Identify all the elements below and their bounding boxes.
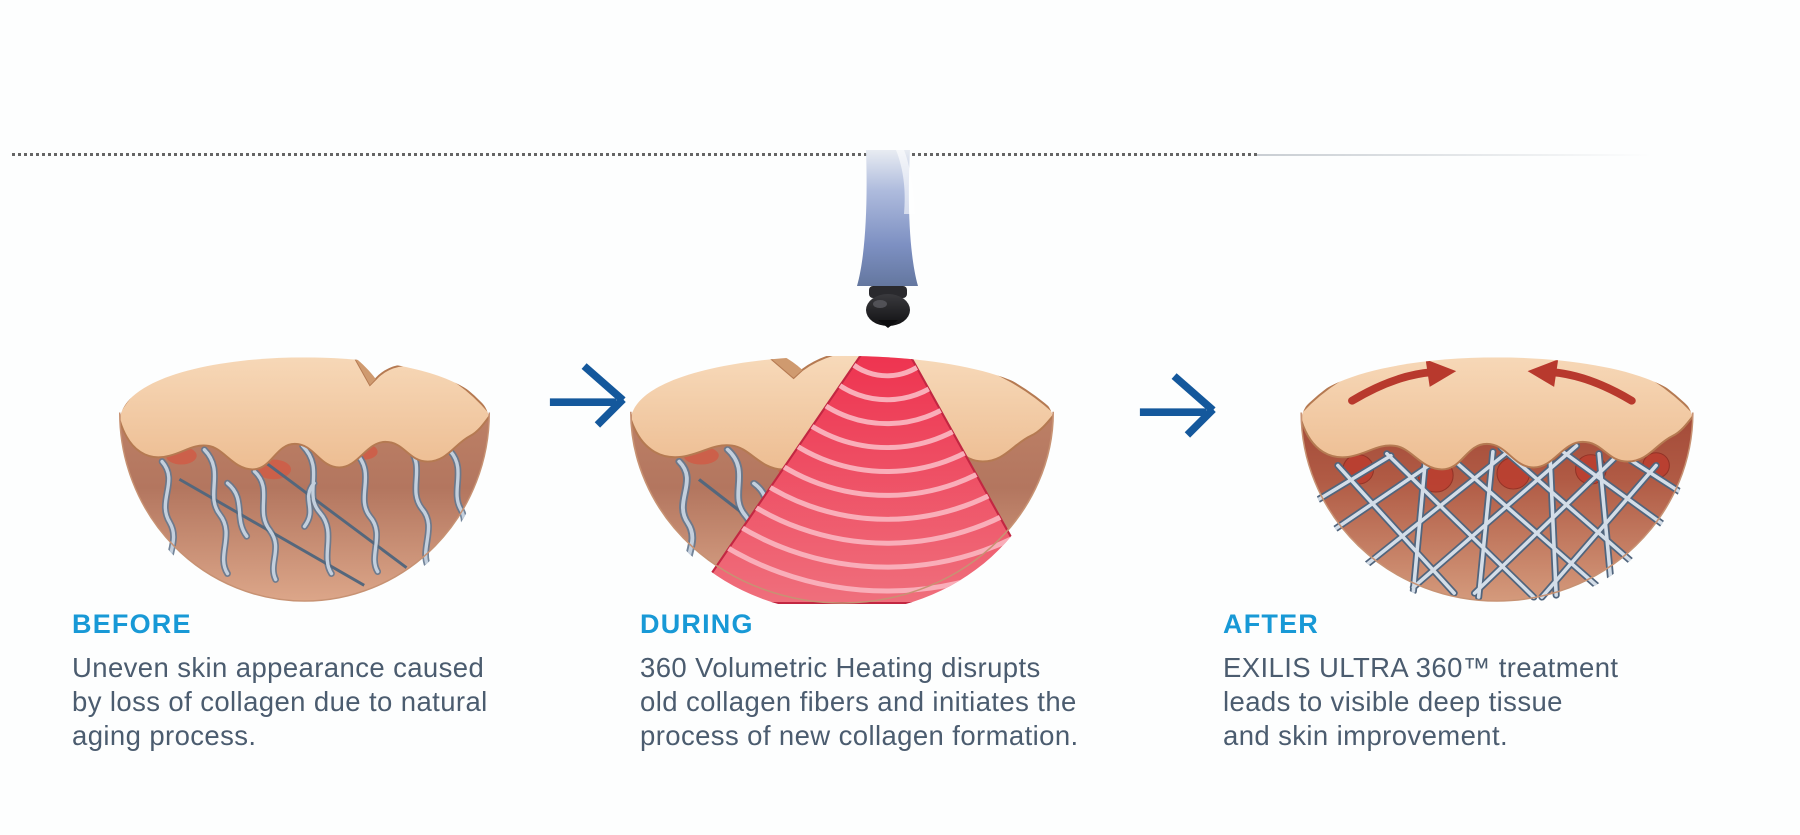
flow-arrow-icon — [1139, 373, 1216, 438]
text-line: EXILIS ULTRA 360™ treatment — [1223, 652, 1619, 683]
text-line: leads to visible deep tissue — [1223, 686, 1563, 717]
before-caption: BEFORE Uneven skin appearance caused by … — [72, 610, 552, 753]
heating-cone — [689, 355, 1050, 605]
flow-arrow-icon — [549, 363, 626, 428]
before-description: Uneven skin appearance caused by loss of… — [72, 651, 552, 753]
text-line: 360 Volumetric Heating disrupts — [640, 652, 1041, 683]
before-label: BEFORE — [72, 609, 192, 639]
epidermis-layer — [119, 357, 490, 471]
epidermis-layer — [1301, 357, 1693, 471]
during-label: DURING — [640, 609, 754, 639]
after-description: EXILIS ULTRA 360™ treatment leads to vis… — [1223, 651, 1703, 753]
text-line: old collagen fibers and initiates the — [640, 686, 1077, 717]
after-label: AFTER — [1223, 609, 1319, 639]
text-line: by loss of collagen due to natural — [72, 686, 488, 717]
during-caption: DURING 360 Volumetric Heating disrupts o… — [640, 610, 1120, 753]
text-line: process of new collagen formation. — [640, 720, 1079, 751]
text-line: aging process. — [72, 720, 257, 751]
dotted-divider — [12, 153, 1257, 156]
after-caption: AFTER EXILIS ULTRA 360™ treatment leads … — [1223, 610, 1703, 753]
treatment-applicator-icon — [857, 150, 918, 328]
divider-fade-line — [1257, 154, 1652, 156]
surface-tightening-arrows-icon — [1348, 359, 1636, 405]
during-skin-illustration — [629, 355, 1055, 605]
text-line: Uneven skin appearance caused — [72, 652, 485, 683]
before-skin-illustration — [118, 357, 491, 602]
text-line: and skin improvement. — [1223, 720, 1509, 751]
after-skin-illustration — [1300, 357, 1694, 602]
during-description: 360 Volumetric Heating disrupts old coll… — [640, 651, 1120, 753]
